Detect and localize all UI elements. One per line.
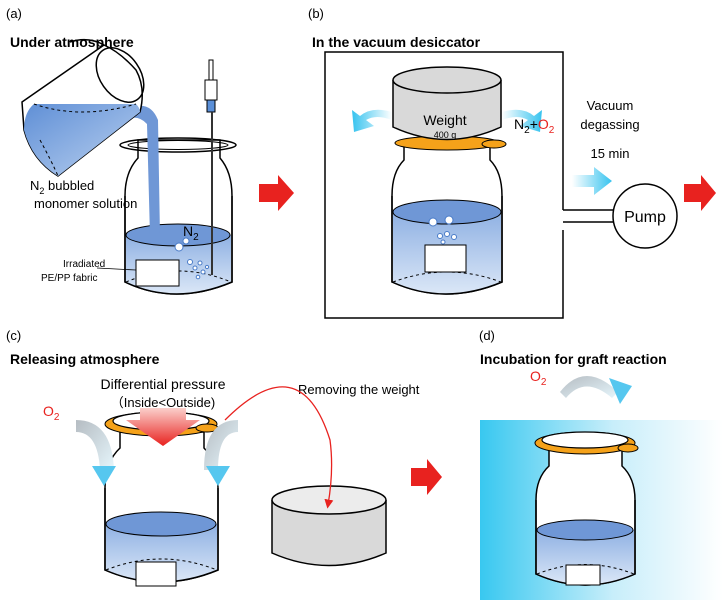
panel-b: (b) In the vacuum desiccator Pump bbox=[308, 6, 678, 319]
beaker bbox=[21, 38, 145, 177]
jar-b bbox=[391, 135, 507, 295]
pump bbox=[612, 183, 678, 249]
weight-label: Weight bbox=[423, 112, 466, 128]
removing-weight-label: Removing the weight bbox=[298, 382, 420, 397]
bubbles-b bbox=[428, 215, 457, 245]
vacuum-label-line2: degassing bbox=[580, 117, 639, 132]
pressure-arrow bbox=[126, 408, 200, 446]
o2-inflow-left-head bbox=[92, 466, 116, 486]
n2-label-a: N2 bbox=[183, 223, 199, 243]
jar-d bbox=[534, 431, 639, 586]
fabric-sample-b bbox=[424, 244, 467, 273]
o2-label-c: O2 bbox=[43, 403, 60, 423]
panel-d-tag: (d) bbox=[479, 328, 495, 343]
panel-b-heading: In the vacuum desiccator bbox=[312, 34, 481, 50]
gas-escape-left-arrow bbox=[352, 109, 392, 132]
panel-d: (d) Incubation for graft reaction O2 bbox=[479, 328, 723, 600]
jar-a bbox=[119, 137, 237, 295]
removal-path-arrow bbox=[224, 386, 334, 509]
gas-needle bbox=[204, 59, 218, 275]
monomer-label: N2 bubbled bbox=[30, 178, 94, 196]
pump-label: Pump bbox=[624, 209, 666, 226]
pressure-label-line1: Differential pressure bbox=[100, 376, 225, 392]
fabric-leader-line bbox=[96, 267, 137, 271]
pouring-stream bbox=[130, 105, 160, 236]
bubbles-a bbox=[174, 237, 210, 280]
fabric-sample-c bbox=[135, 561, 177, 587]
o2-label-d: O2 bbox=[530, 368, 547, 388]
o2-inflow-left-arc bbox=[76, 420, 114, 470]
fabric-sample-d bbox=[565, 564, 601, 586]
panel-b-tag: (b) bbox=[308, 6, 324, 21]
panel-c: (c) Releasing atmosphere Differential pr… bbox=[6, 328, 420, 587]
gas-escape-right-arrow bbox=[502, 109, 542, 132]
desiccator-box bbox=[324, 51, 564, 319]
o2-inflow-right-arc bbox=[204, 420, 238, 470]
panel-a: (a) Under atmosphere bbox=[6, 6, 237, 295]
gas-label: N2+O2 bbox=[514, 116, 555, 136]
panel-a-tag: (a) bbox=[6, 6, 22, 21]
arrow-c-to-d bbox=[411, 459, 442, 495]
vacuum-flow-arrow bbox=[572, 167, 612, 195]
fabric-label-line1: Irradiated bbox=[63, 259, 105, 270]
monomer-label-line2: monomer solution bbox=[34, 196, 137, 211]
panel-c-heading: Releasing atmosphere bbox=[10, 351, 160, 367]
vacuum-label-line1: Vacuum bbox=[587, 98, 634, 113]
fabric-label-line2: PE/PP fabric bbox=[41, 273, 98, 284]
panel-c-tag: (c) bbox=[6, 328, 21, 343]
weight-value: 400 g bbox=[434, 130, 457, 140]
panel-d-heading: Incubation for graft reaction bbox=[480, 351, 667, 367]
arrow-a-to-b bbox=[259, 175, 294, 211]
arrow-b-to-c bbox=[684, 175, 716, 211]
o2-inflow-right-head bbox=[206, 466, 230, 486]
vacuum-time: 15 min bbox=[590, 146, 629, 161]
weight-b bbox=[392, 66, 502, 141]
o2-cycle-arc bbox=[560, 376, 618, 398]
fabric-sample-a bbox=[135, 259, 180, 287]
o2-cycle-head bbox=[609, 378, 632, 404]
pressure-label-line2: （Inside<Outside) bbox=[111, 395, 215, 410]
